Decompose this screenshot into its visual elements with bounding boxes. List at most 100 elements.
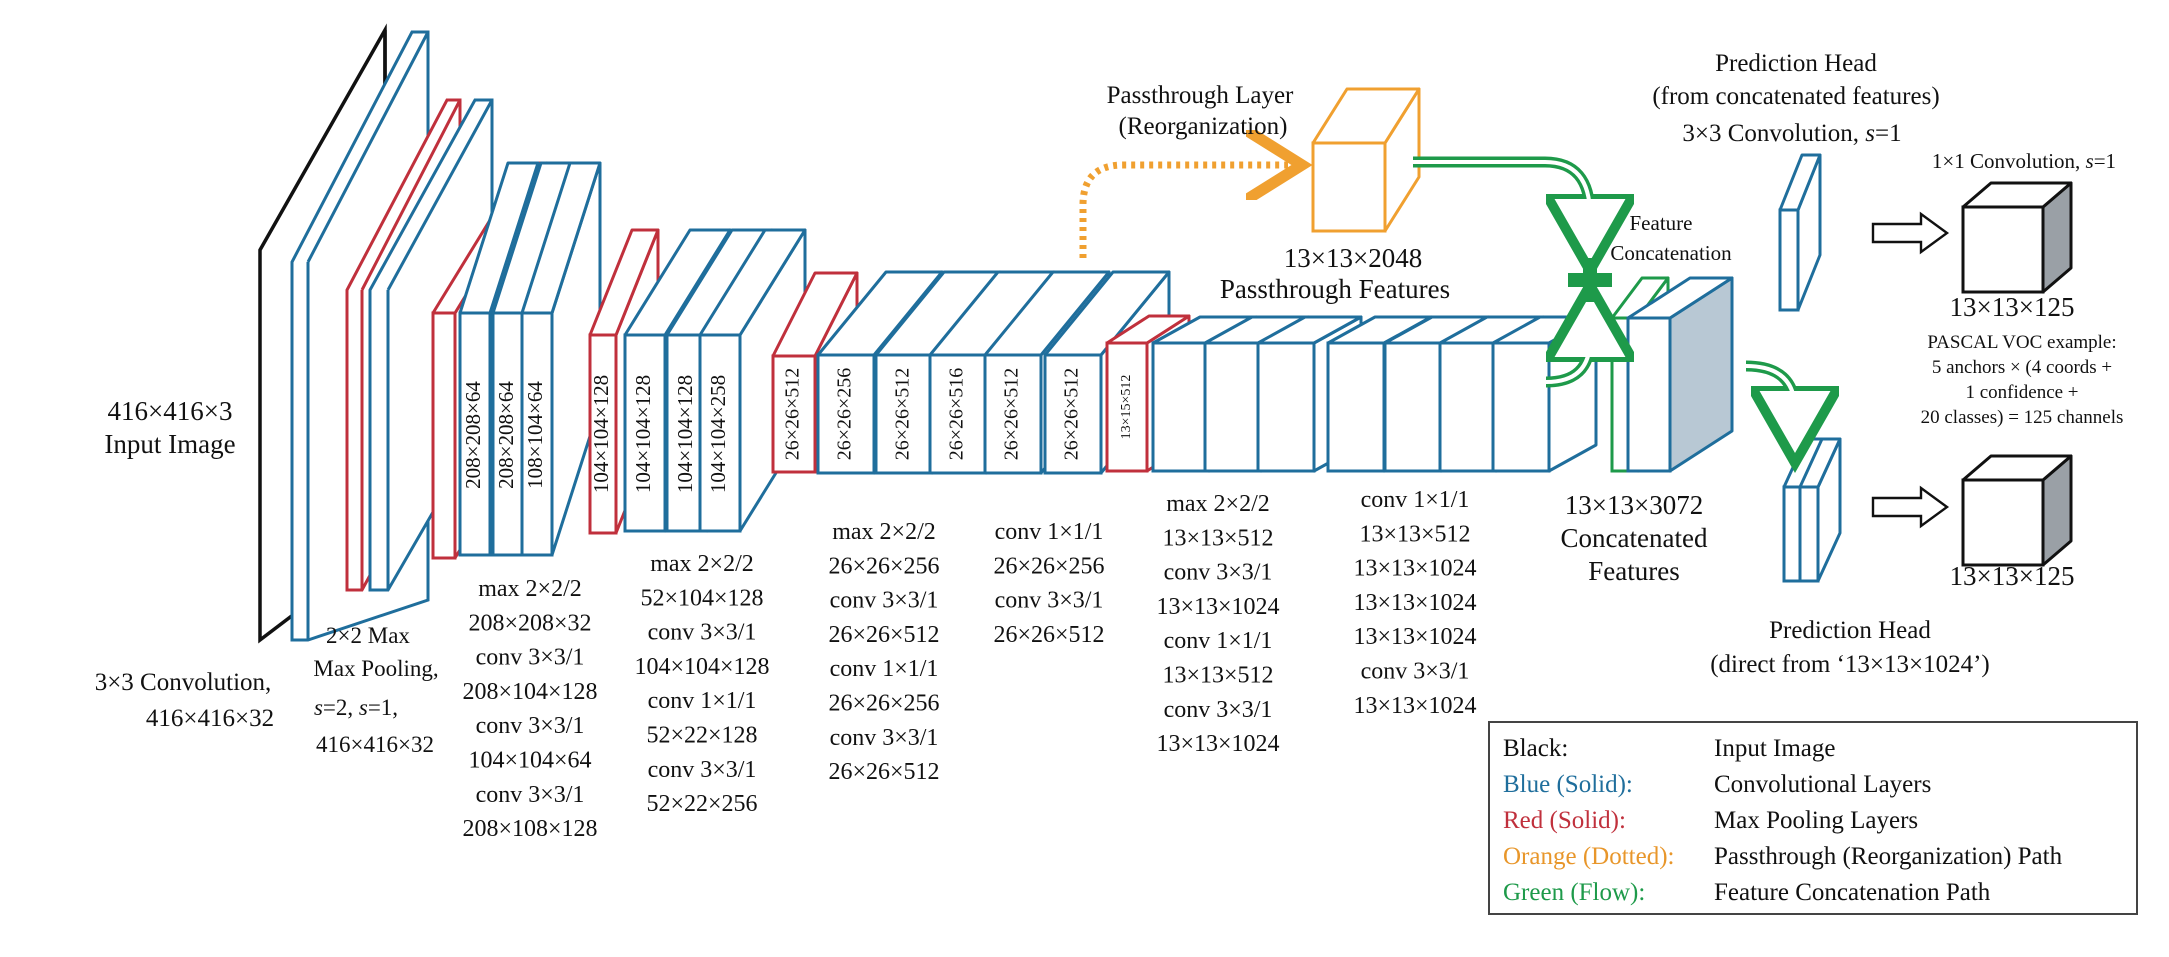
legend-desc-1: Input Image [1714,735,1835,762]
passthrough-features-2: Passthrough Features [1220,274,1450,304]
stage4a-line-3: conv 3×3/1 [830,588,939,614]
stage2-text: max 2×2/2 208×208×32 conv 3×3/1 208×104×128… [462,576,597,842]
pool1-line-2: Max Pooling, [313,656,438,681]
stage4b-line-3: conv 3×3/1 [995,588,1104,614]
head-top-title-1: Prediction Head [1715,50,1877,77]
stage5b-line-1: conv 1×1/1 [1361,487,1470,513]
passthrough-cube [1311,87,1421,233]
passthrough-path [1079,165,1288,258]
stage2-line-8: 208×108×128 [462,816,597,842]
green-flow-top [1413,156,1590,238]
stage3-conv-slab-1-label: 104×104×128 [631,375,655,493]
stage2-conv-slab-2-label: 208×208×64 [494,381,518,489]
concat-blue-slab [1626,276,1734,473]
stage4-pool-slab-label: 26×26×512 [782,368,804,461]
stage4-conv-slab-1-label: 26×26×256 [834,368,856,461]
stage2-line-5: conv 3×3/1 [476,713,585,739]
conv1x1-label: 1×1 Convolution, s=1 [1932,149,2116,173]
stage5a-line-6: 13×13×512 [1162,663,1273,689]
input-size: 416×416×3 [108,396,233,426]
stage2-line-3: conv 3×3/1 [476,645,585,671]
voc-note-2: 5 anchors × (4 coords + [1932,357,2112,378]
stage5b-line-7: 13×13×1024 [1353,693,1476,719]
stage4-conv-slab-4-label: 26×26×512 [1001,368,1023,461]
stage4b-line-2: 26×26×256 [993,553,1104,579]
stage2-conv-slab-3-label: 108×104×64 [523,381,547,489]
stage4a-line-5: conv 1×1/1 [830,656,939,682]
stage2-line-2: 208×208×32 [468,610,591,636]
arrow-top-icon [1871,211,1950,255]
output-cube-bottom [1961,454,2073,567]
stage2-line-6: 104×104×64 [468,748,591,774]
stage5a-line-8: 13×13×1024 [1156,731,1279,757]
stage2-line-7: conv 3×3/1 [476,782,585,808]
stage4a-line-6: 26×26×256 [828,691,939,717]
legend-key-1: Black: [1503,735,1568,762]
stage4b-line-4: 26×26×512 [993,622,1104,648]
stage5-pool-slab-label: 13×15×512 [1119,375,1134,440]
stage5a-line-2: 13×13×512 [1162,525,1273,551]
head-top-slab [1778,153,1822,312]
pool1-line-3: s=2, s=1, [314,695,398,720]
stage4-conv-slab-5-label: 26×26×512 [1061,368,1083,461]
passthrough-title-1: Passthrough Layer [1107,82,1294,109]
stage4a-line-7: conv 3×3/1 [830,725,939,751]
voc-note-4: 20 classes) = 125 channels [1921,407,2124,428]
stage3-line-5: conv 1×1/1 [648,688,757,714]
arrow-bottom-icon [1871,485,1950,529]
stage4-conv-slab-2-label: 26×26×512 [892,368,914,461]
stage2-line-1: max 2×2/2 [478,576,582,602]
annotations: 416×416×3 Input Image 3×3 Convolution, 4… [95,50,2124,842]
stage3-line-8: 52×22×256 [646,791,757,817]
pool1-line-1: 2×2 Max [326,623,410,648]
concat-label-1: Feature [1630,211,1693,235]
concat-output-2: Concatenated [1561,523,1708,553]
stage5a-line-3: conv 3×3/1 [1164,560,1273,586]
pool1-line-4: 416×416×32 [316,732,434,757]
conv2-plane [368,98,494,592]
legend-key-4: Orange (Dotted): [1503,843,1674,870]
stage4-conv-slab-3-label: 26×26×516 [946,368,968,461]
stage5a-line-1: max 2×2/2 [1166,491,1270,517]
head-bottom-title-1: Prediction Head [1769,617,1931,644]
concat-label-2: Concatenation [1610,241,1732,265]
voc-note-1: PASCAL VOC example: [1927,332,2116,353]
legend-desc-3: Max Pooling Layers [1714,807,1918,834]
output-arrows [1871,211,1950,529]
concat-output-3: Features [1588,556,1679,586]
passthrough-features-1: 13×13×2048 [1284,243,1422,273]
stage3-conv-slab-2-label: 104×104×128 [673,375,697,493]
head-top-output: 13×13×125 [1950,292,2075,322]
concatenation-flow-inner [1413,160,1797,424]
conv1-line-2: 416×416×32 [146,705,274,732]
legend-key-2: Blue (Solid): [1503,771,1633,798]
concat-output-1: 13×13×3072 [1565,490,1703,520]
voc-note-3: 1 confidence + [1965,382,2078,403]
input-label: Input Image [104,429,235,459]
head-bottom-output: 13×13×125 [1950,561,2075,591]
legend-desc-2: Convolutional Layers [1714,771,1931,798]
stage3-pool-slab-label: 104×104×128 [589,375,613,493]
conv1-line-1: 3×3 Convolution, [95,669,272,696]
green-flow-right [1745,360,1795,430]
stage3-line-1: max 2×2/2 [650,551,754,577]
stage3-line-3: conv 3×3/1 [648,620,757,646]
legend-key-3: Red (Solid): [1503,807,1626,834]
stage3-line-2: 52×104×128 [640,585,763,611]
stage2-line-4: 208×104×128 [462,679,597,705]
legend-desc-4: Passthrough (Reorganization) Path [1714,843,2063,870]
stage5b-text: conv 1×1/113×13×51213×13×102413×13×10241… [1353,487,1476,719]
stage3-line-7: conv 3×3/1 [648,757,757,783]
stage2-conv-slab-1-label: 208×208×64 [461,381,485,489]
legend-box [1488,721,2138,915]
stage4a-line-8: 26×26×512 [828,759,939,785]
stage4a-text: max 2×2/2 26×26×256 conv 3×3/1 26×26×512 con… [828,519,939,785]
stage5b-line-5: 13×13×1024 [1353,624,1476,650]
stage4a-line-1: max 2×2/2 [832,519,936,545]
legend-key-5: Green (Flow): [1503,879,1645,906]
